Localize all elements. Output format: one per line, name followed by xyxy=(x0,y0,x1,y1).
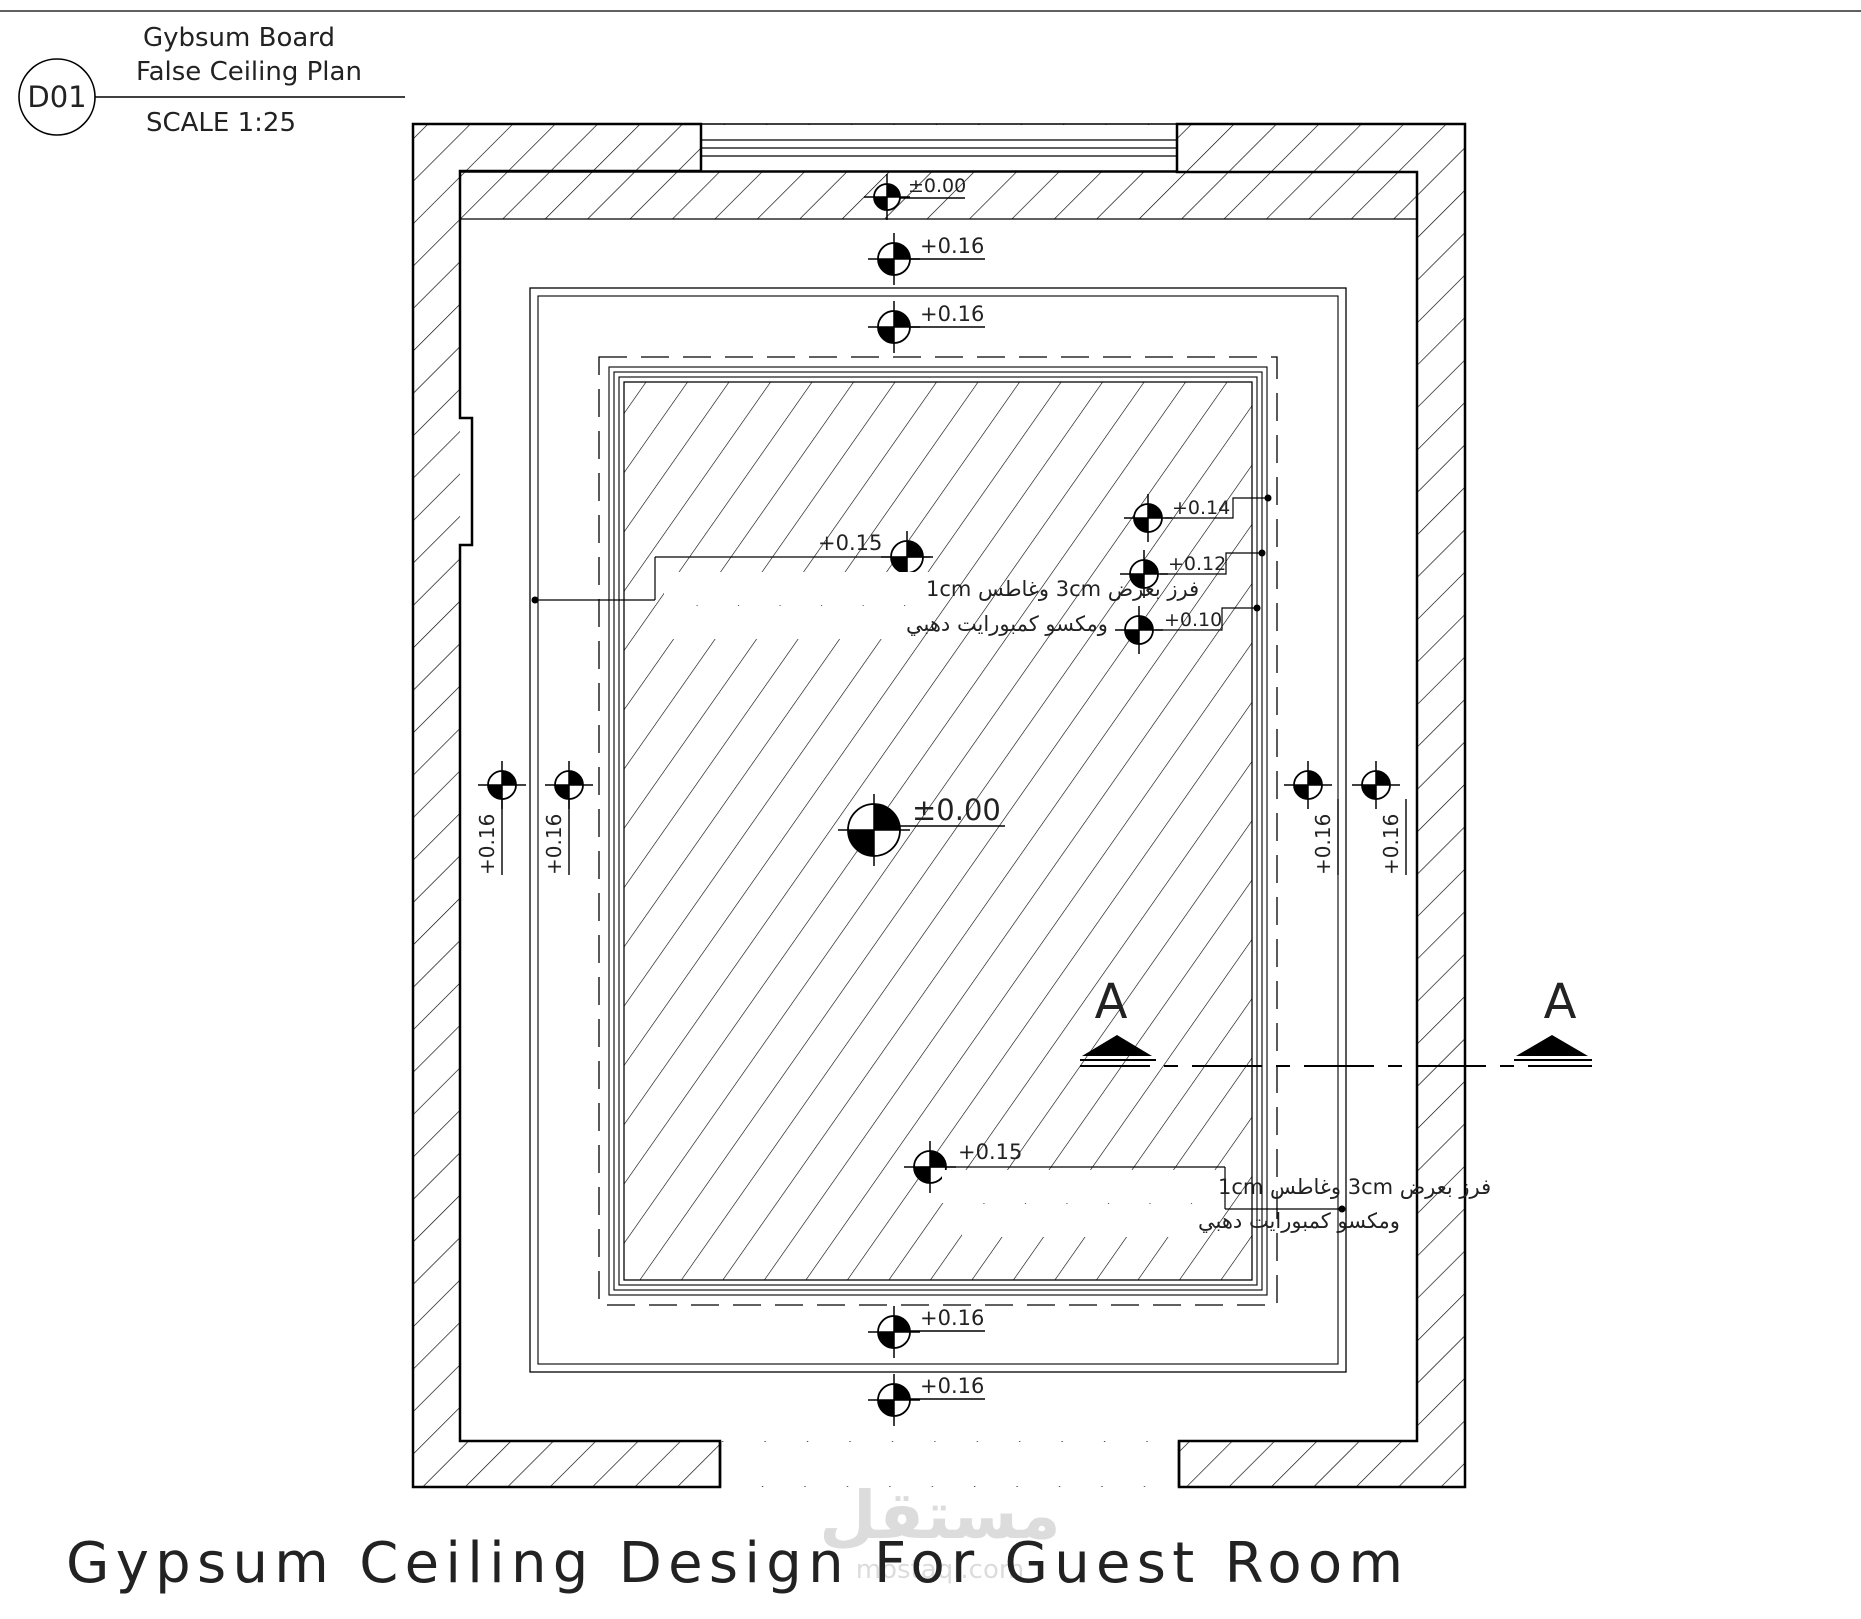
section-line-a: A A xyxy=(1080,974,1592,1067)
level-label-note-upper: +0.15 xyxy=(818,531,882,555)
level-marker-step3: +0.10 xyxy=(1115,606,1222,654)
section-arrow-right xyxy=(1516,1035,1588,1056)
level-marker-right-inner: +0.16 xyxy=(1284,761,1339,875)
cove-light-line xyxy=(598,356,1278,1306)
level-marker-step2: +0.12 xyxy=(1120,550,1226,598)
section-label-right: A xyxy=(1544,974,1577,1030)
level-label-note-lower: +0.15 xyxy=(958,1140,1022,1164)
note-lower-line2: ومكسو كمبورايت دهبي xyxy=(1198,1209,1400,1233)
watermark: مستقل mostaql.com xyxy=(819,1477,1060,1585)
note-upper-line2: ومكسو كمبورايت دهبي xyxy=(906,612,1108,636)
title-block: D01 Gybsum Board False Ceiling Plan SCAL… xyxy=(18,23,405,138)
level-marker-step1: +0.14 xyxy=(1124,494,1230,542)
level-markers: ±0.00 +0.16 +0.16 +0.15 +0.14 +0.12 +0.10 ±0.00… xyxy=(475,174,1407,1426)
level-label-bottom-outer: +0.16 xyxy=(920,1374,984,1398)
level-marker-top-outer: +0.16 xyxy=(868,233,985,285)
level-label-left-outer: +0.16 xyxy=(475,814,499,875)
scale-label: SCALE 1:25 xyxy=(146,108,296,138)
level-marker-note-lower: +0.15 xyxy=(904,1140,1022,1193)
level-label-top-outer: +0.16 xyxy=(920,234,984,258)
door-opening xyxy=(720,1442,1179,1486)
watermark-arabic: مستقل xyxy=(819,1477,1060,1554)
level-label-top-window: ±0.00 xyxy=(908,175,966,197)
watermark-latin: mostaql.com xyxy=(856,1555,1024,1585)
level-label-center: ±0.00 xyxy=(912,793,1001,827)
level-marker-top-window: ±0.00 xyxy=(864,174,966,220)
level-label-step3: +0.10 xyxy=(1164,609,1222,631)
main-title: Gypsum Ceiling Design For Guest Room xyxy=(66,1531,1406,1596)
title-line-2: False Ceiling Plan xyxy=(136,57,362,87)
note-upper-line1: فرز بعرض 3cm وغاطس 1cm xyxy=(926,577,1199,601)
level-label-right-outer: +0.16 xyxy=(1379,814,1403,875)
level-label-top-inner: +0.16 xyxy=(920,302,984,326)
level-marker-bottom-inner: +0.16 xyxy=(868,1306,985,1358)
walls xyxy=(411,122,1467,1489)
note-lower: فرز بعرض 3cm وغاطس 1cm ومكسو كمبورايت ده… xyxy=(920,1166,1491,1237)
level-label-right-inner: +0.16 xyxy=(1311,814,1335,875)
level-marker-left-inner: +0.16 xyxy=(542,761,593,875)
level-marker-top-inner: +0.16 xyxy=(868,301,985,353)
level-label-left-inner: +0.16 xyxy=(542,814,566,875)
title-line-1: Gybsum Board xyxy=(143,23,335,53)
section-arrow-left xyxy=(1082,1035,1152,1056)
ceiling-drop-outer xyxy=(529,287,1347,1373)
level-marker-left-outer: +0.16 xyxy=(475,761,526,875)
step-leaders xyxy=(1155,494,1272,631)
level-label-bottom-inner: +0.16 xyxy=(920,1306,984,1330)
level-label-step2: +0.12 xyxy=(1168,553,1226,575)
top-beam-hatch xyxy=(460,172,1417,219)
level-marker-bottom-outer: +0.16 xyxy=(868,1374,985,1426)
section-label-left: A xyxy=(1095,974,1128,1030)
level-label-step1: +0.14 xyxy=(1172,497,1230,519)
note-lower-line1: فرز بعرض 3cm وغاطس 1cm xyxy=(1218,1175,1491,1199)
note-upper: فرز بعرض 3cm وغاطس 1cm ومكسو كمبورايت ده… xyxy=(531,556,1199,639)
level-marker-right-outer: +0.16 xyxy=(1352,761,1407,875)
level-marker-center: ±0.00 xyxy=(838,793,1005,866)
drawing-badge-label: D01 xyxy=(27,80,86,114)
